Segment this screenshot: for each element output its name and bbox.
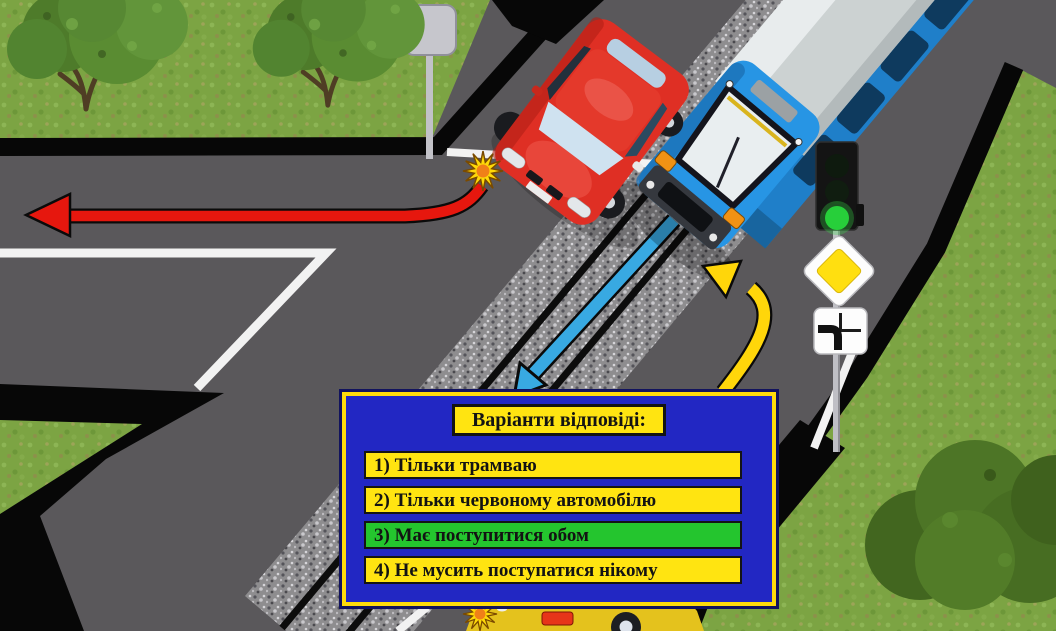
red-car <box>492 17 689 225</box>
answer-option-1[interactable]: 1) Тільки трамваю <box>364 451 742 479</box>
tram-shadow <box>616 180 736 284</box>
priority-road-sign <box>803 235 875 307</box>
southwest-corner <box>0 384 224 631</box>
amber-light-off <box>825 180 849 204</box>
answer-option-3[interactable]: 3) Має поступитися обом <box>364 521 742 549</box>
answer-panel-frame: Варіанти відповіді: 1) Тільки трамваю 2)… <box>342 392 776 606</box>
answer-option-2[interactable]: 2) Тільки червоному автомобілю <box>364 486 742 514</box>
answer-panel: Варіанти відповіді: 1) Тільки трамваю 2)… <box>339 389 779 609</box>
red-left-turn-arrow <box>23 181 489 238</box>
yellow-left-turn-arrow <box>700 259 773 397</box>
answer-panel-title: Варіанти відповіді: <box>452 404 666 436</box>
red-light-off <box>825 154 849 178</box>
answer-option-4[interactable]: 4) Не мусить поступатися нікому <box>364 556 742 584</box>
answer-options-list: 1) Тільки трамваю 2) Тільки червоному ав… <box>364 451 772 584</box>
bush <box>865 440 1056 610</box>
tram <box>636 0 1014 250</box>
traffic-light <box>815 141 864 235</box>
green-light-on <box>825 206 849 230</box>
main-road-direction-plate <box>813 307 868 355</box>
